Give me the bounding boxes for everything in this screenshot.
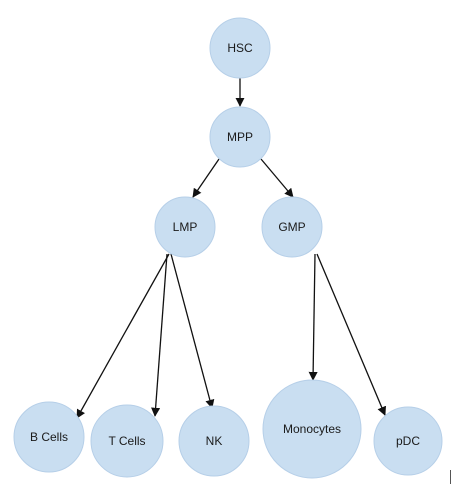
node-tcells: T Cells: [90, 404, 164, 478]
node-pdc-circle: [373, 406, 443, 476]
node-tcells-circle: [90, 404, 164, 478]
node-gmp: GMP: [261, 196, 323, 258]
edge-lmp-to-nk: [170, 253, 215, 409]
node-lmp: LMP: [154, 196, 216, 258]
edge-mpp-to-lmp: [192, 158, 220, 198]
node-gmp-circle: [261, 196, 323, 258]
edge-mpp-to-gmp: [260, 158, 294, 198]
node-lmp-label: LMP: [173, 220, 198, 234]
edge-lmp-to-bcells: [76, 253, 170, 419]
node-nk: NK: [178, 405, 250, 477]
node-lmp-circle: [154, 196, 216, 258]
node-bcells-circle: [13, 401, 85, 473]
node-pdc: pDC: [373, 406, 443, 476]
node-bcells-label: B Cells: [30, 430, 68, 444]
edge-gmp-to-pdc: [316, 253, 387, 416]
node-hsc-circle: [209, 17, 271, 79]
node-mpp: MPP: [209, 106, 271, 168]
node-nk-circle: [178, 405, 250, 477]
edges-layer: [76, 78, 387, 419]
node-mpp-circle: [209, 106, 271, 168]
node-monocytes-label: Monocytes: [283, 422, 341, 436]
node-monocytes: Monocytes: [262, 379, 362, 479]
node-hsc: HSC: [209, 17, 271, 79]
node-hsc-label: HSC: [227, 41, 253, 55]
text-cursor: [450, 470, 451, 484]
node-tcells-label: T Cells: [108, 434, 145, 448]
node-bcells: B Cells: [13, 401, 85, 473]
node-nk-label: NK: [206, 434, 223, 448]
nodes-layer: HSC MPP LMP GMP B Cells T Cells NK Monocytes pDC: [13, 17, 443, 479]
node-pdc-label: pDC: [396, 434, 420, 448]
edge-gmp-to-monocytes: [308, 253, 318, 381]
node-gmp-label: GMP: [278, 220, 305, 234]
node-monocytes-circle: [262, 379, 362, 479]
edge-lmp-to-tcells: [151, 253, 168, 417]
node-mpp-label: MPP: [227, 130, 253, 144]
